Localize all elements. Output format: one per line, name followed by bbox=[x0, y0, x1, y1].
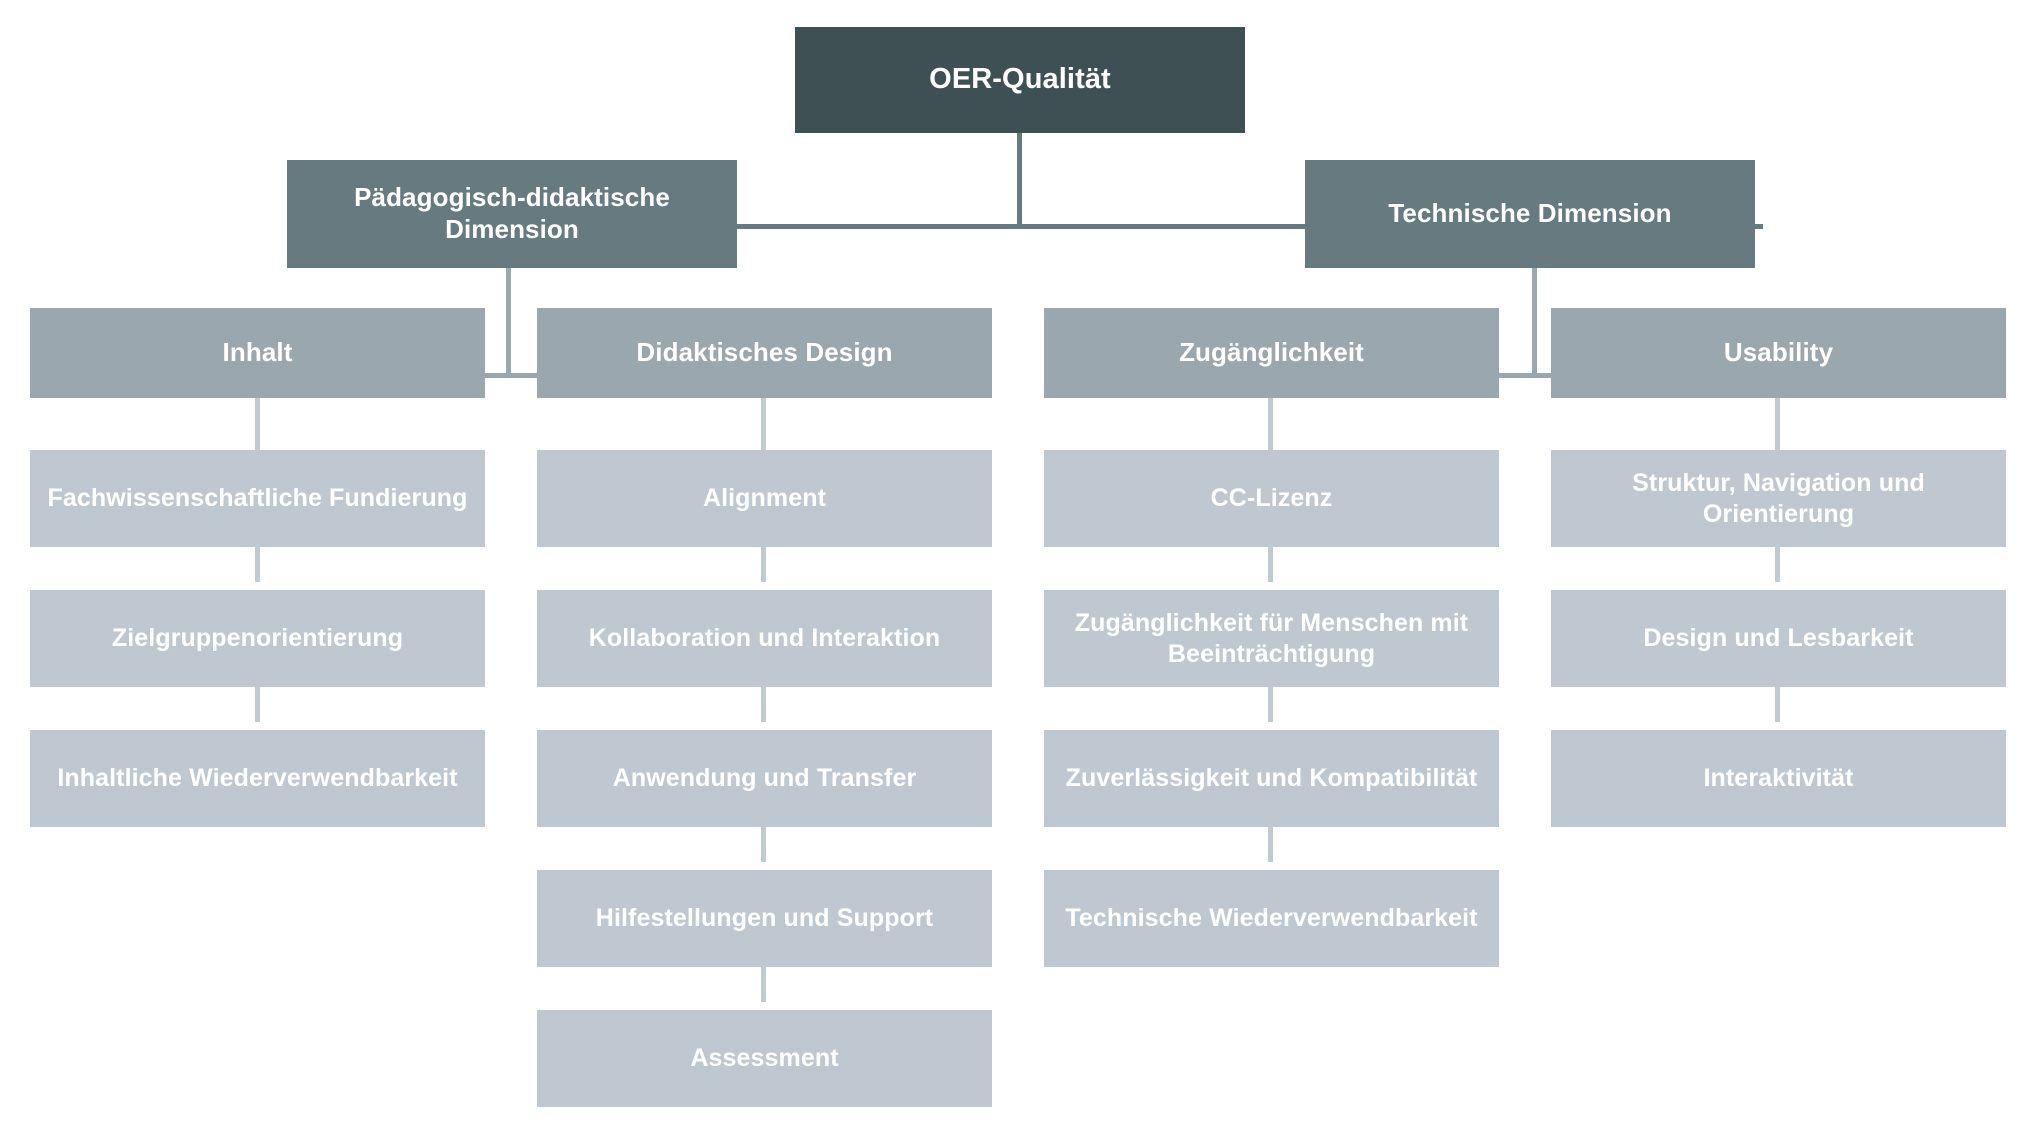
connector-stem bbox=[255, 685, 260, 722]
connector-stem bbox=[761, 545, 766, 582]
connector-root-vertical bbox=[1017, 133, 1022, 227]
connector-stem bbox=[255, 398, 260, 452]
node-category-zugaenglichkeit[interactable]: Zugänglichkeit bbox=[1044, 308, 1499, 398]
node-criterion-anwendung-und-transfer[interactable]: Anwendung und Transfer bbox=[537, 730, 992, 827]
node-criterion-fachwissenschaftliche-fundierung[interactable]: Fachwissenschaftliche Fundierung bbox=[30, 450, 485, 547]
node-category-didaktisches-design[interactable]: Didaktisches Design bbox=[537, 308, 992, 398]
connector-stem bbox=[761, 825, 766, 862]
node-criterion-design-und-lesbarkeit[interactable]: Design und Lesbarkeit bbox=[1551, 590, 2006, 687]
connector-left-dimension-vertical bbox=[506, 268, 511, 378]
connector-stem bbox=[1268, 685, 1273, 722]
node-root-oer-qualitaet[interactable]: OER-Qualität bbox=[795, 27, 1245, 133]
connector-stem bbox=[1268, 825, 1273, 862]
node-criterion-alignment[interactable]: Alignment bbox=[537, 450, 992, 547]
node-criterion-zielgruppenorientierung[interactable]: Zielgruppenorientierung bbox=[30, 590, 485, 687]
node-dimension-paedagogisch-didaktische[interactable]: Pädagogisch-didaktische Dimension bbox=[287, 160, 737, 268]
connector-stem bbox=[1268, 398, 1273, 452]
node-criterion-struktur-navigation-und-orientierung[interactable]: Struktur, Navigation und Orientierung bbox=[1551, 450, 2006, 547]
node-criterion-cc-lizenz[interactable]: CC-Lizenz bbox=[1044, 450, 1499, 547]
node-criterion-inhaltliche-wiederverwendbarkeit[interactable]: Inhaltliche Wiederverwendbarkeit bbox=[30, 730, 485, 827]
node-criterion-technische-wiederverwendbarkeit[interactable]: Technische Wiederverwendbarkeit bbox=[1044, 870, 1499, 967]
connector-stem bbox=[761, 685, 766, 722]
node-criterion-interaktivitaet[interactable]: Interaktivität bbox=[1551, 730, 2006, 827]
node-category-usability[interactable]: Usability bbox=[1551, 308, 2006, 398]
connector-dimension-bus bbox=[735, 224, 1763, 229]
node-category-inhalt[interactable]: Inhalt bbox=[30, 308, 485, 398]
connector-stem bbox=[761, 398, 766, 452]
connector-stem bbox=[1775, 398, 1780, 452]
node-criterion-zugaenglichkeit-fuer-menschen-mit-beeintraechtigung[interactable]: Zugänglichkeit für Menschen mit Beeinträ… bbox=[1044, 590, 1499, 687]
connector-stem bbox=[1775, 685, 1780, 722]
node-criterion-zuverlaessigkeit-und-kompatibilitaet[interactable]: Zuverlässigkeit und Kompatibilität bbox=[1044, 730, 1499, 827]
connector-right-dimension-vertical bbox=[1532, 268, 1537, 378]
node-criterion-kollaboration-und-interaktion[interactable]: Kollaboration und Interaktion bbox=[537, 590, 992, 687]
connector-left-category-bus bbox=[330, 373, 690, 378]
connector-stem bbox=[761, 965, 766, 1002]
node-dimension-technische[interactable]: Technische Dimension bbox=[1305, 160, 1755, 268]
connector-stem bbox=[255, 545, 260, 582]
connector-stem bbox=[1775, 545, 1780, 582]
connector-right-category-bus bbox=[1358, 373, 1718, 378]
node-criterion-assessment[interactable]: Assessment bbox=[537, 1010, 992, 1107]
node-criterion-hilfestellungen-und-support[interactable]: Hilfestellungen und Support bbox=[537, 870, 992, 967]
connector-stem bbox=[1268, 545, 1273, 582]
